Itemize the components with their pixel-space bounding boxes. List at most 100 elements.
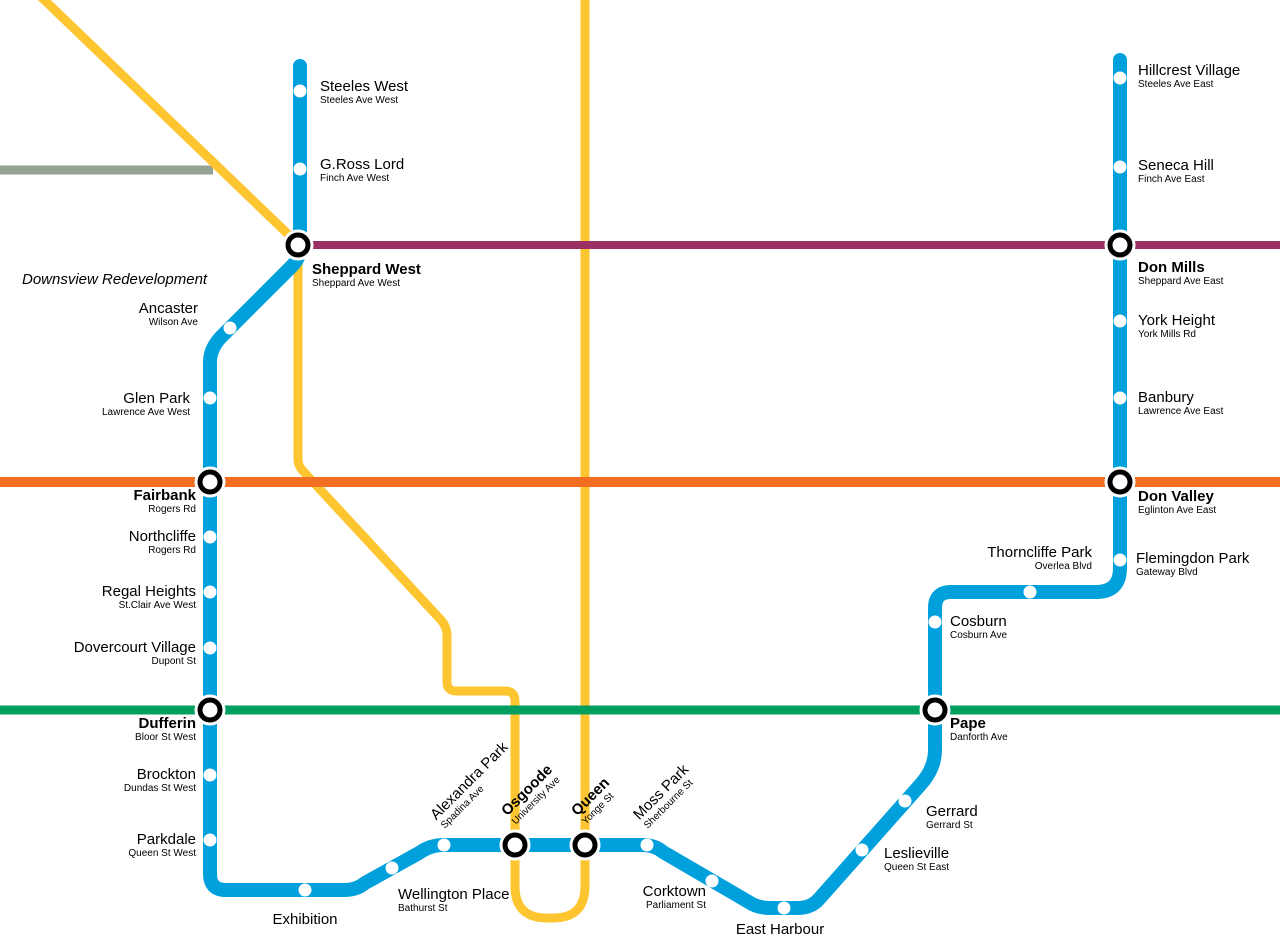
- interchange-station-fairbank: [197, 469, 223, 495]
- line-blue: [203, 53, 1127, 915]
- station-street-wellington-place: Bathurst St: [398, 902, 448, 914]
- station-name-dufferin: Dufferin: [138, 715, 197, 732]
- station-name-pape: Pape: [950, 715, 986, 732]
- interchange-station-dufferin: [197, 697, 223, 723]
- station-east-harbour: [777, 901, 791, 915]
- station-brockton: [203, 768, 217, 782]
- interchange-station-don-valley: [1107, 469, 1133, 495]
- station-name-steeles-west: Steeles West: [320, 78, 409, 95]
- interchange-station-queen: [572, 832, 598, 858]
- station-street-gerrard: Gerrard St: [926, 819, 973, 831]
- station-parkdale: [203, 833, 217, 847]
- interchange-station-osgoode: [502, 832, 528, 858]
- station-street-corktown: Parliament St: [645, 899, 706, 911]
- station-street-glen-park: Lawrence Ave West: [101, 406, 190, 418]
- station-wellington-place: [385, 861, 399, 875]
- downsview-redevelopment-note: Downsview Redevelopment: [22, 271, 208, 288]
- station-steeles-west: [293, 84, 307, 98]
- station-northcliffe: [203, 530, 217, 544]
- station-alexandra-park: [437, 838, 451, 852]
- station-g-ross-lord: [293, 162, 307, 176]
- station-name-don-valley: Don Valley: [1138, 488, 1214, 505]
- station-exhibition: [298, 883, 312, 897]
- station-street-ancaster: Wilson Ave: [148, 316, 198, 328]
- station-leslieville: [855, 843, 869, 857]
- station-name-hillcrest-village: Hillcrest Village: [1138, 62, 1241, 79]
- station-name-parkdale: Parkdale: [136, 831, 196, 848]
- station-street-brockton: Dundas St West: [123, 782, 196, 794]
- station-name-dovercourt-village: Dovercourt Village: [73, 639, 196, 656]
- interchange-station-don-mills: [1107, 232, 1133, 258]
- station-name-gerrard: Gerrard: [926, 803, 978, 820]
- station-dovercourt-village: [203, 641, 217, 655]
- station-street-pape: Danforth Ave: [950, 731, 1008, 743]
- station-street-flemingdon-park: Gateway Blvd: [1136, 566, 1198, 578]
- station-street-sheppard-west: Sheppard Ave West: [312, 277, 401, 289]
- station-regal-heights: [203, 585, 217, 599]
- station-banbury: [1113, 391, 1127, 405]
- station-street-don-mills: Sheppard Ave East: [1138, 275, 1224, 287]
- station-name-brockton: Brockton: [136, 766, 196, 783]
- station-name-seneca-hill: Seneca Hill: [1138, 157, 1214, 174]
- station-street-thorncliffe-park: Overlea Blvd: [1034, 560, 1092, 572]
- station-label-east-harbour: East Harbour: [736, 922, 824, 938]
- station-ancaster: [223, 321, 237, 335]
- station-york-height: [1113, 314, 1127, 328]
- station-name-cosburn: Cosburn: [950, 613, 1007, 630]
- station-street-dovercourt-village: Dupont St: [151, 655, 196, 667]
- station-name-northcliffe: Northcliffe: [128, 528, 196, 545]
- station-name-wellington-place: Wellington Place: [398, 886, 510, 903]
- station-corktown: [705, 874, 719, 888]
- interchange-station-sheppard-west: [285, 232, 311, 258]
- station-name-fairbank: Fairbank: [133, 487, 196, 504]
- station-thorncliffe-park: [1023, 585, 1037, 599]
- station-name-exhibition: Exhibition: [272, 911, 338, 928]
- station-name-don-mills: Don Mills: [1138, 259, 1205, 276]
- station-name-g-ross-lord: G.Ross Lord: [320, 156, 405, 173]
- station-name-flemingdon-park: Flemingdon Park: [1136, 550, 1250, 567]
- station-street-regal-heights: St.Clair Ave West: [118, 599, 196, 611]
- station-name-corktown: Corktown: [642, 883, 706, 900]
- station-street-fairbank: Rogers Rd: [148, 503, 196, 515]
- station-street-seneca-hill: Finch Ave East: [1138, 173, 1205, 185]
- station-street-york-height: York Mills Rd: [1138, 328, 1196, 340]
- station-name-york-height: York Height: [1138, 312, 1215, 329]
- station-street-cosburn: Cosburn Ave: [950, 629, 1008, 641]
- station-street-g-ross-lord: Finch Ave West: [320, 172, 390, 184]
- station-name-thorncliffe-park: Thorncliffe Park: [987, 544, 1092, 561]
- station-seneca-hill: [1113, 160, 1127, 174]
- station-street-banbury: Lawrence Ave East: [1138, 405, 1224, 417]
- line-yellow: [37, 0, 590, 923]
- station-flemingdon-park: [1113, 553, 1127, 567]
- station-street-don-valley: Eglinton Ave East: [1138, 504, 1217, 516]
- station-street-hillcrest-village: Steeles Ave East: [1138, 78, 1214, 90]
- station-name-ancaster: Ancaster: [138, 300, 198, 317]
- station-name-regal-heights: Regal Heights: [101, 583, 196, 600]
- station-name-banbury: Banbury: [1138, 389, 1194, 406]
- station-label-exhibition: Exhibition: [272, 912, 337, 928]
- station-name-sheppard-west: Sheppard West: [312, 261, 421, 278]
